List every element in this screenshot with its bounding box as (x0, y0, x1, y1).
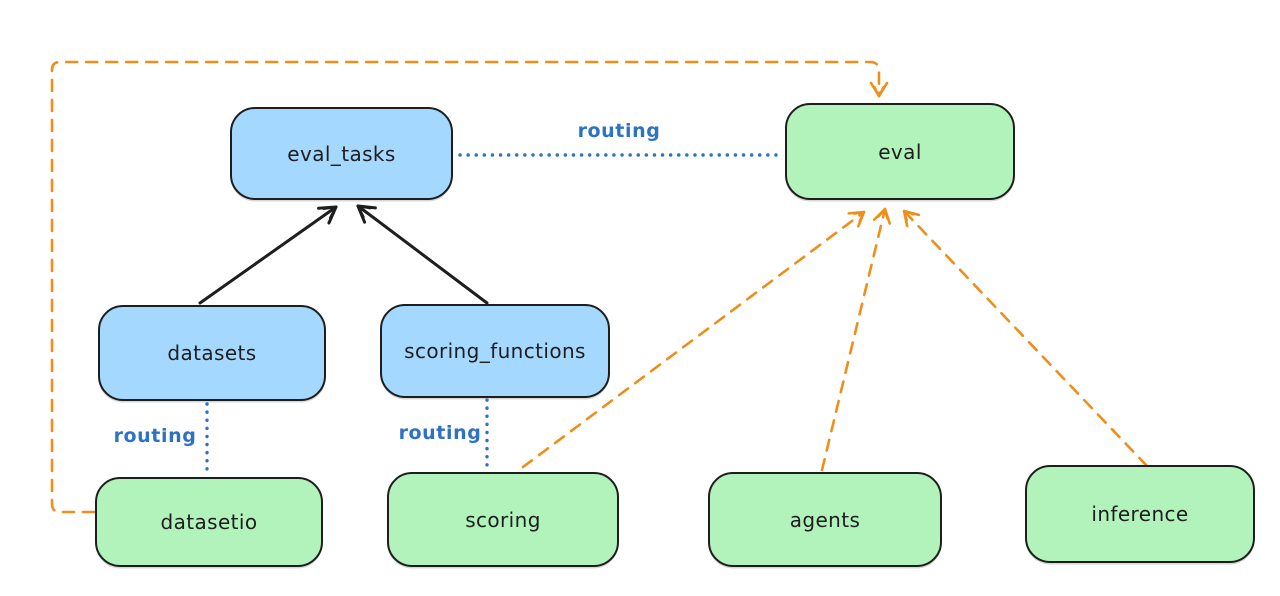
edge-datasetio-to-eval (50, 60, 889, 514)
node-eval-label: eval (878, 139, 922, 164)
node-agents-label: agents (789, 507, 861, 532)
edge-label-routing-eval-tasks-eval: routing (577, 120, 661, 142)
node-scoring-label: scoring (465, 507, 541, 532)
node-agents: agents (708, 472, 942, 567)
edge-label-routing-scoring-functions-scoring: routing (398, 422, 482, 444)
edge-agents-to-eval (820, 207, 892, 472)
edge-scoring-to-eval (521, 210, 866, 469)
node-scoring-functions-label: scoring_functions (404, 339, 586, 363)
edge-label-routing-datasets-datasetio: routing (113, 425, 197, 447)
node-inference-label: inference (1091, 502, 1189, 526)
node-eval-tasks: eval_tasks (230, 107, 453, 200)
node-scoring-functions: scoring_functions (380, 304, 610, 398)
node-eval-tasks-label: eval_tasks (287, 141, 396, 166)
node-eval: eval (785, 103, 1015, 200)
node-datasets: datasets (98, 305, 326, 401)
edge-inference-to-eval (902, 209, 1149, 468)
node-scoring: scoring (387, 472, 619, 567)
node-inference: inference (1025, 465, 1255, 563)
edge-datasets-to-eval-tasks (198, 205, 338, 305)
node-datasetio-label: datasetio (160, 510, 258, 534)
node-datasetio: datasetio (95, 477, 323, 567)
edge-scoring-functions-to-eval-tasks (356, 204, 489, 305)
node-datasets-label: datasets (167, 341, 257, 365)
